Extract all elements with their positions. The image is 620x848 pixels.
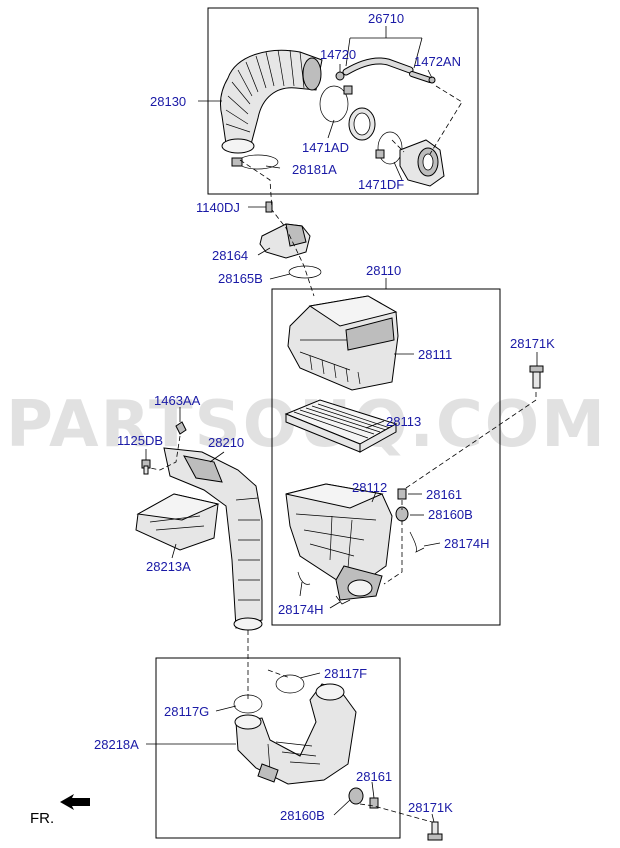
air-cleaner-cover-part (287, 295, 399, 391)
air-cleaner-body-part (285, 483, 393, 601)
clamp-28117F-part (275, 674, 305, 694)
callout-28117G: 28117G (164, 704, 209, 719)
callout-28160B-bottom: 28160B (280, 808, 325, 823)
callout-labels: 26710 14720 1472AN 28130 1471AD 28181A 1… (30, 11, 555, 827)
bolt-28171K-top-part (529, 365, 544, 389)
clamp-1471DF-part (375, 131, 403, 165)
front-direction-label: FR. (30, 810, 54, 827)
callout-28110: 28110 (366, 263, 401, 278)
group-box-lower-duct (155, 657, 401, 839)
callout-28165B: 28165B (218, 271, 263, 286)
grommet-28160B-bottom-part (348, 787, 364, 805)
filter-element-part (284, 399, 398, 453)
grommet-28161-top-part (397, 488, 407, 500)
callout-28213A: 28213A (146, 559, 191, 574)
callout-28181A: 28181A (292, 162, 337, 177)
callout-1472AN: 1472AN (414, 54, 461, 69)
bolt-1125DB-part (141, 459, 151, 475)
callout-1140DJ: 1140DJ (196, 200, 240, 215)
callout-1471DF: 1471DF (358, 177, 404, 192)
resonator-28213A-part (135, 493, 220, 551)
callout-28218A: 28218A (94, 737, 139, 752)
callout-28171K-top: 28171K (510, 336, 555, 351)
callout-28117F: 28117F (324, 666, 367, 681)
callout-28161-bottom: 28161 (356, 769, 392, 784)
clamp-28181A-part (231, 154, 279, 170)
callout-28161-top: 28161 (426, 487, 462, 502)
callout-1463AA: 1463AA (154, 393, 201, 408)
screw-1140DJ-part (265, 201, 273, 213)
callout-28174H-left: 28174H (278, 602, 324, 617)
throttle-adapter-part (399, 139, 445, 187)
seal-ring-part (348, 107, 376, 141)
clip-28174H-left-part (297, 571, 351, 605)
front-direction-arrow-icon (60, 794, 90, 810)
callout-28210: 28210 (208, 435, 244, 450)
clip-28174H-right-part (409, 531, 425, 553)
callout-26710: 26710 (368, 11, 404, 26)
callout-28160B-top: 28160B (428, 507, 473, 522)
callout-1125DB: 1125DB (117, 433, 163, 448)
callout-28111: 28111 (418, 347, 452, 362)
intake-duct-28210-part (163, 447, 263, 631)
o-ring-28165B-part (288, 265, 322, 279)
callout-28164: 28164 (212, 248, 248, 263)
callout-14720: 14720 (320, 47, 356, 62)
bolt-28171K-bottom-part (427, 821, 443, 841)
callout-28171K-bottom: 28171K (408, 800, 453, 815)
lower-duct-28218A-part (234, 683, 357, 785)
callout-28112: 28112 (352, 480, 387, 495)
air-flow-sensor-part (259, 223, 311, 259)
clamp-1471AD-part (319, 85, 353, 123)
leader-lines (145, 26, 538, 823)
callout-28174H-right: 28174H (444, 536, 490, 551)
callout-28130: 28130 (150, 94, 186, 109)
intake-hose-part (219, 49, 323, 154)
callout-28113: 28113 (386, 414, 421, 429)
clip-1463AA-part (175, 421, 187, 435)
breather-hose-part (335, 57, 436, 84)
callout-1471AD: 1471AD (302, 140, 349, 155)
